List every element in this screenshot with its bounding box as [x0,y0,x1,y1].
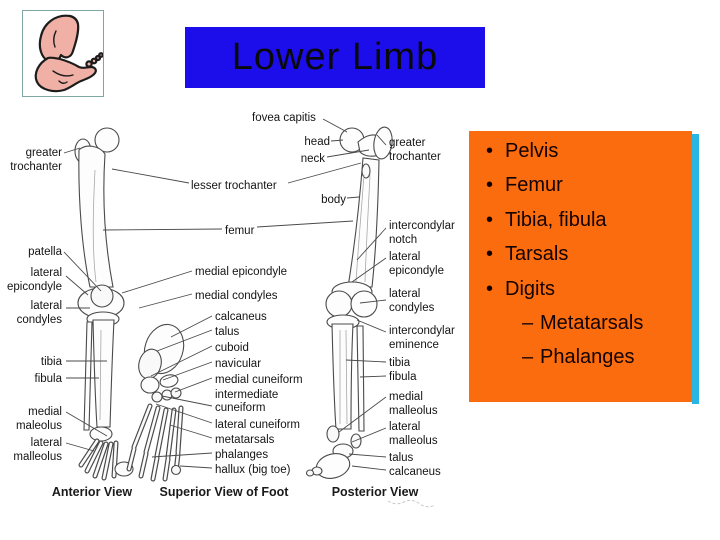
label-talus-r: talus [389,452,414,464]
topic-sublabel: Metatarsals [540,312,644,335]
foot-bones-icon [34,14,104,93]
label-fovea-capitis: fovea capitis [252,112,316,124]
label-lateral-condyles-l1: lateral [31,300,62,312]
leader-lines [63,118,387,471]
topic-item-digits: • Digits [469,272,692,306]
label-greater-trochanter-r1: greater [389,137,426,149]
center-labels: fovea capitis head neck lesser trochante… [191,112,346,302]
leader-lines-center [102,118,370,309]
topic-label: Tarsals [505,243,569,266]
label-hallux: hallux (big toe) [215,464,291,476]
label-lateral-malleolus-r1: lateral [389,421,420,433]
topic-sublabel: Phalanges [540,346,635,369]
label-calcaneus: calcaneus [215,311,267,323]
label-medial-maleolus-l2: maleolus [16,420,62,432]
dash-icon: – [522,312,534,335]
label-lateral-malleolus-r2: malleolus [389,435,438,447]
dash-icon: – [522,346,534,369]
label-cuboid: cuboid [215,342,249,354]
label-calcaneus-r: calcaneus [389,466,441,478]
label-intercondylar-notch-l1: intercondylar [389,220,455,232]
label-medial-malleolus-r2: malleolus [389,405,438,417]
bullet-icon: • [486,243,494,266]
label-tibia: tibia [41,356,63,368]
label-lateral-malleolus-l1: lateral [31,437,62,449]
topic-item-pelvis: • Pelvis [469,134,692,168]
label-lateral-condyles-r1: lateral [389,288,420,300]
anterior-view-bones [74,127,134,478]
topic-item-tarsals: • Tarsals [469,237,692,271]
label-lateral-malleolus-l2: malleolus [13,451,62,463]
label-greater-trochanter-r2: trochanter [389,151,441,163]
label-fibula-r: fibula [389,371,417,383]
topic-item-femur: • Femur [469,168,692,202]
anterior-labels: greater trochanter patella lateral epico… [7,147,63,463]
topic-label: Digits [505,277,556,300]
bullet-icon: • [486,174,494,197]
label-lateral-epicondyle-r2: epicondyle [389,265,444,277]
topics-list: • Pelvis • Femur • Tibia, fibula • Tarsa… [469,131,692,375]
leader-lines-right-column [338,134,387,471]
topic-subitem-phalanges: – Phalanges [469,340,692,374]
bullet-icon: • [486,277,494,300]
label-lateral-epicondyle-l1: lateral [31,267,62,279]
logo-thumbnail [22,10,104,97]
bullet-icon: • [486,140,494,162]
label-intercondylar-notch-l2: notch [389,234,417,246]
label-neck: neck [301,153,326,165]
caption-posterior-view: Posterior View [332,485,419,499]
label-metatarsals: metatarsals [215,434,275,446]
label-intercondylar-eminence-l1: intercondylar [389,325,455,337]
label-patella: patella [28,246,62,258]
label-lesser-trochanter: lesser trochanter [191,180,277,192]
label-fibula: fibula [35,373,63,385]
label-head: head [304,136,330,148]
label-medial-condyles: medial condyles [195,290,278,302]
label-medial-malleolus-r1: medial [389,391,423,403]
label-intercondylar-eminence-l2: eminence [389,339,439,351]
label-phalanges: phalanges [215,449,268,461]
panel-accent-stripe [692,134,699,404]
label-lateral-cuneiform: lateral cuneiform [215,419,300,431]
label-navicular: navicular [215,358,261,370]
bullet-icon: • [486,208,494,231]
superior-foot-bones [129,323,185,479]
label-lateral-epicondyle-r1: lateral [389,251,420,263]
label-lateral-condyles-r2: condyles [389,302,435,314]
label-femur: femur [225,225,255,237]
topic-label: Pelvis [505,140,559,162]
watermark-scribble [387,499,436,508]
label-greater-trochanter-l2: trochanter [10,161,62,173]
label-lateral-condyles-l2: condyles [17,314,63,326]
leader-lines-left-column [63,147,108,452]
label-medial-epicondyle: medial epicondyle [195,266,287,278]
posterior-view-bones [305,126,393,479]
slide-title: Lower Limb [231,36,439,78]
topics-panel: • Pelvis • Femur • Tibia, fibula • Tarsa… [469,131,692,402]
label-intermediate-cuneiform-l1: intermediate [215,389,278,401]
caption-superior-view: Superior View of Foot [160,485,290,499]
label-body: body [321,194,346,206]
caption-anterior-view: Anterior View [52,485,133,499]
label-medial-cuneiform: medial cuneiform [215,374,303,386]
label-lateral-epicondyle-l2: epicondyle [7,281,62,293]
leader-lines-foot-column [150,315,213,469]
foot-labels: calcaneus talus cuboid navicular medial … [215,311,303,476]
posterior-labels: greater trochanter intercondylar notch l… [389,137,455,478]
label-medial-maleolus-l1: medial [28,406,62,418]
label-tibia-r: tibia [389,357,411,369]
topic-label: Femur [505,174,563,197]
topic-item-tibia-fibula: • Tibia, fibula [469,203,692,237]
label-talus: talus [215,326,240,338]
topic-subitem-metatarsals: – Metatarsals [469,306,692,340]
topic-label: Tibia, fibula [505,208,607,231]
slide-title-bar: Lower Limb [185,27,485,88]
label-intermediate-cuneiform-l2: cuneiform [215,402,266,414]
label-greater-trochanter-l1: greater [26,147,63,159]
